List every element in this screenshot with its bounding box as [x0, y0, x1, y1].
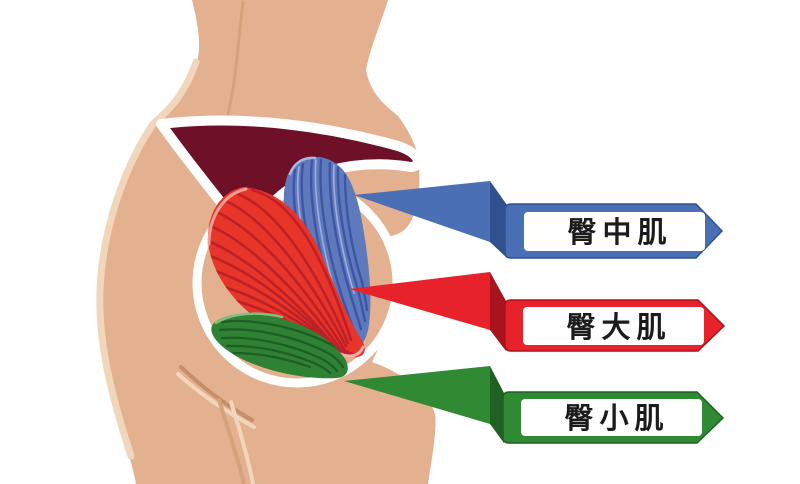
callout-gluteus-medius: 臀中肌 — [354, 181, 724, 259]
callout-gluteus-minimus: 臀小肌 — [344, 366, 725, 444]
callout-label-box — [521, 399, 702, 436]
callout-pointer — [344, 366, 490, 424]
gluteus-minimus-top-rim — [214, 312, 284, 325]
gluteal-fold-crease — [179, 365, 254, 422]
gluteus-medius-top-rim — [288, 156, 317, 176]
callout-gluteus-maximus: 臀大肌 — [349, 272, 726, 352]
gluteus-medius-body — [283, 156, 371, 353]
gluteus-maximus-head-rim — [207, 187, 248, 246]
thigh-crease — [217, 398, 246, 484]
callout-label-box — [523, 307, 704, 345]
thigh-creases — [176, 365, 256, 484]
callout-label-box — [524, 212, 705, 251]
waist-crease — [226, 0, 245, 116]
callout-fold — [490, 272, 506, 351]
callout-fold — [490, 366, 504, 443]
gluteus-minimus-striations — [218, 319, 348, 375]
muscle-gluteus-minimus — [211, 312, 348, 379]
thigh-crease-highlight — [229, 400, 255, 484]
front-contour-highlight — [96, 58, 200, 460]
callout-label: 臀中肌 — [567, 216, 672, 249]
callout-fold — [490, 181, 507, 258]
callout-pointer — [354, 181, 490, 242]
callout-pointer — [349, 272, 490, 330]
callout-label: 臀大肌 — [566, 311, 671, 344]
gluteal-fold-highlight — [176, 372, 256, 429]
callout-label: 臀小肌 — [564, 402, 669, 435]
gluteus-maximus-body — [207, 187, 365, 358]
